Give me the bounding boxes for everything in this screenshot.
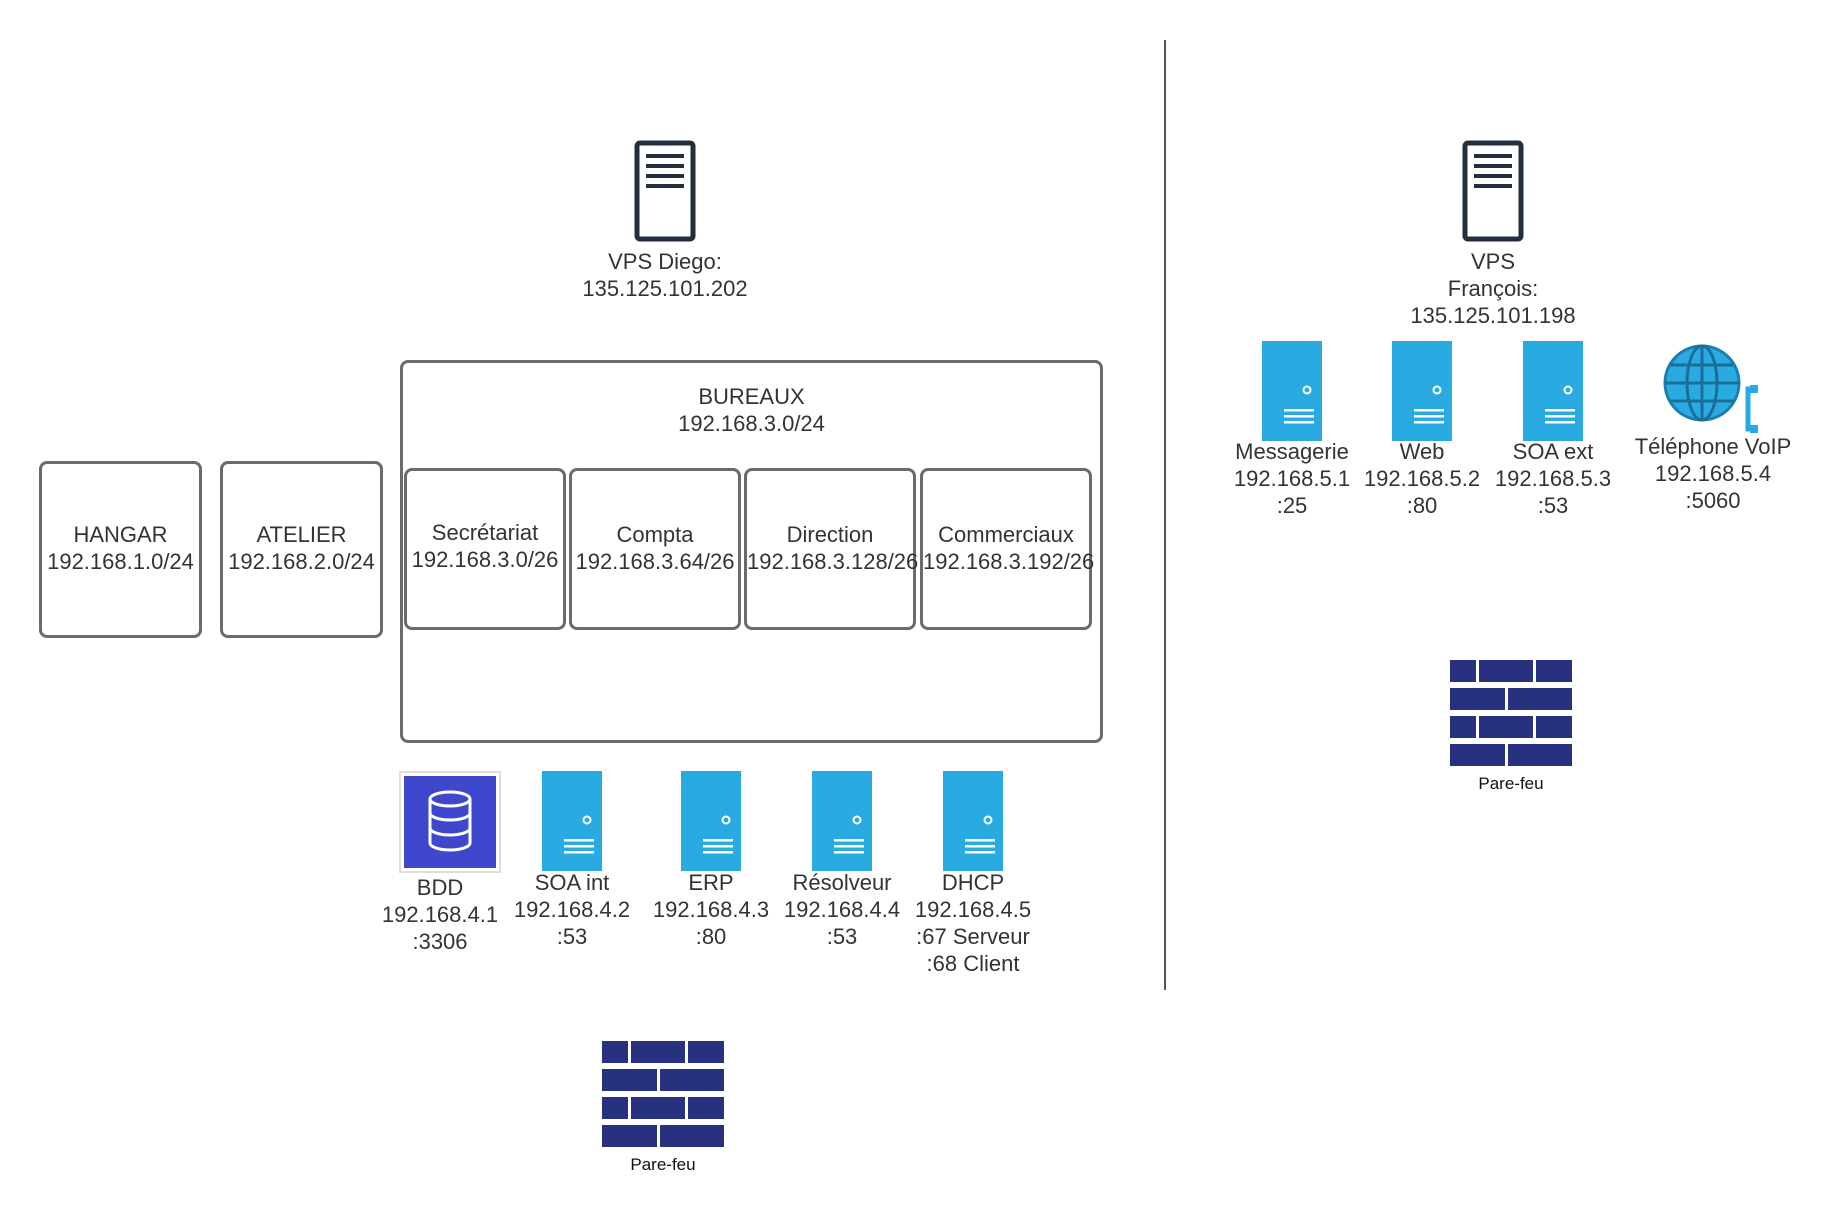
server-icon <box>1523 341 1583 441</box>
bureaux-name: BUREAUX <box>698 384 805 409</box>
atelier-name: ATELIER <box>256 522 347 547</box>
vps-francois-owner: François: <box>1447 276 1539 301</box>
service-port: :80 <box>1406 493 1438 518</box>
firewall-icon <box>1450 660 1572 766</box>
service-port: :25 <box>1276 493 1308 518</box>
vps-diego-icon <box>634 140 696 242</box>
hangar-name: HANGAR <box>73 522 168 547</box>
service-ip: 192.168.4.5 <box>914 897 1032 922</box>
service-ip: 192.168.4.4 <box>783 897 901 922</box>
hangar-subnet: 192.168.1.0/24 <box>47 549 194 574</box>
service-dhcp-label: DHCP 192.168.4.5 :67 Serveur :68 Client <box>903 869 1043 977</box>
server-icon <box>681 771 741 871</box>
service-name: ERP <box>688 870 734 895</box>
subnet-name: Secrétariat <box>431 520 539 545</box>
bureaux-subnet: 192.168.3.0/24 <box>678 411 825 436</box>
service-name: Messagerie <box>1235 439 1349 464</box>
subnet-direction: Direction 192.168.3.128/26 <box>744 468 919 630</box>
service-name: BDD <box>416 875 464 900</box>
service-ip: 192.168.5.4 <box>1654 461 1772 486</box>
service-soa-ext-label: SOA ext 192.168.5.3 :53 <box>1483 438 1623 519</box>
subnet-range: 192.168.3.128/26 <box>747 549 919 574</box>
service-port: :80 <box>695 924 727 949</box>
service-name: DHCP <box>941 870 1005 895</box>
service-name: Téléphone VoIP <box>1634 434 1792 459</box>
subnet-name: Compta <box>616 522 694 547</box>
service-resolveur-label: Résolveur 192.168.4.4 :53 <box>772 869 912 950</box>
service-name: SOA int <box>534 870 610 895</box>
vps-diego-label: VPS Diego: 135.125.101.202 <box>565 248 765 302</box>
subnet-range: 192.168.3.192/26 <box>923 549 1095 574</box>
subnet-compta: Compta 192.168.3.64/26 <box>569 468 741 630</box>
firewall-left-label: Pare-feu <box>630 1155 696 1174</box>
service-bdd-label: BDD 192.168.4.1 :3306 <box>370 874 510 955</box>
vps-francois-icon <box>1462 140 1524 242</box>
server-icon <box>943 771 1003 871</box>
firewall-icon <box>602 1041 724 1147</box>
server-icon <box>812 771 872 871</box>
subnet-name: Direction <box>786 522 874 547</box>
vps-francois-label: VPS François: 135.125.101.198 <box>1393 248 1593 329</box>
subnet-range: 192.168.3.64/26 <box>575 549 735 574</box>
service-port: :68 Client <box>926 951 1020 976</box>
server-icon <box>1392 341 1452 441</box>
service-voip-label: Téléphone VoIP 192.168.5.4 :5060 <box>1628 433 1798 514</box>
subnet-commerciaux: Commerciaux 192.168.3.192/26 <box>920 468 1095 630</box>
subnet-name: Commerciaux <box>938 522 1074 547</box>
firewall-right-label: Pare-feu <box>1478 774 1544 793</box>
service-ip: 192.168.4.3 <box>652 897 770 922</box>
atelier-zone: ATELIER 192.168.2.0/24 <box>220 461 383 638</box>
service-ip: 192.168.5.1 <box>1233 466 1351 491</box>
subnet-secretariat: Secrétariat 192.168.3.0/26 <box>404 468 566 630</box>
service-port: :5060 <box>1685 488 1741 513</box>
service-soa-int-label: SOA int 192.168.4.2 :53 <box>502 869 642 950</box>
service-port: :53 <box>1537 493 1569 518</box>
service-ip: 192.168.5.2 <box>1363 466 1481 491</box>
vps-francois-ip: 135.125.101.198 <box>1410 303 1576 328</box>
server-icon <box>1262 341 1322 441</box>
service-ip: 192.168.5.3 <box>1494 466 1612 491</box>
vps-francois-name: VPS <box>1470 249 1516 274</box>
vps-diego-name: VPS Diego: <box>608 249 722 274</box>
globe-phone-icon <box>1662 341 1764 441</box>
service-messagerie-label: Messagerie 192.168.5.1 :25 <box>1222 438 1362 519</box>
service-port: :67 Serveur <box>916 924 1030 949</box>
service-name: Web <box>1399 439 1445 464</box>
atelier-subnet: 192.168.2.0/24 <box>228 549 375 574</box>
service-ip: 192.168.4.2 <box>513 897 631 922</box>
service-name: SOA ext <box>1512 439 1594 464</box>
subnet-range: 192.168.3.0/26 <box>411 547 559 572</box>
vps-diego-ip: 135.125.101.202 <box>582 276 748 301</box>
zone-divider <box>1164 40 1166 990</box>
database-icon <box>399 771 501 873</box>
server-icon <box>542 771 602 871</box>
service-name: Résolveur <box>792 870 892 895</box>
hangar-zone: HANGAR 192.168.1.0/24 <box>39 461 202 638</box>
service-port: :53 <box>556 924 588 949</box>
service-port: :53 <box>826 924 858 949</box>
service-web-label: Web 192.168.5.2 :80 <box>1352 438 1492 519</box>
service-erp-label: ERP 192.168.4.3 :80 <box>641 869 781 950</box>
service-port: :3306 <box>412 929 468 954</box>
service-ip: 192.168.4.1 <box>381 902 499 927</box>
